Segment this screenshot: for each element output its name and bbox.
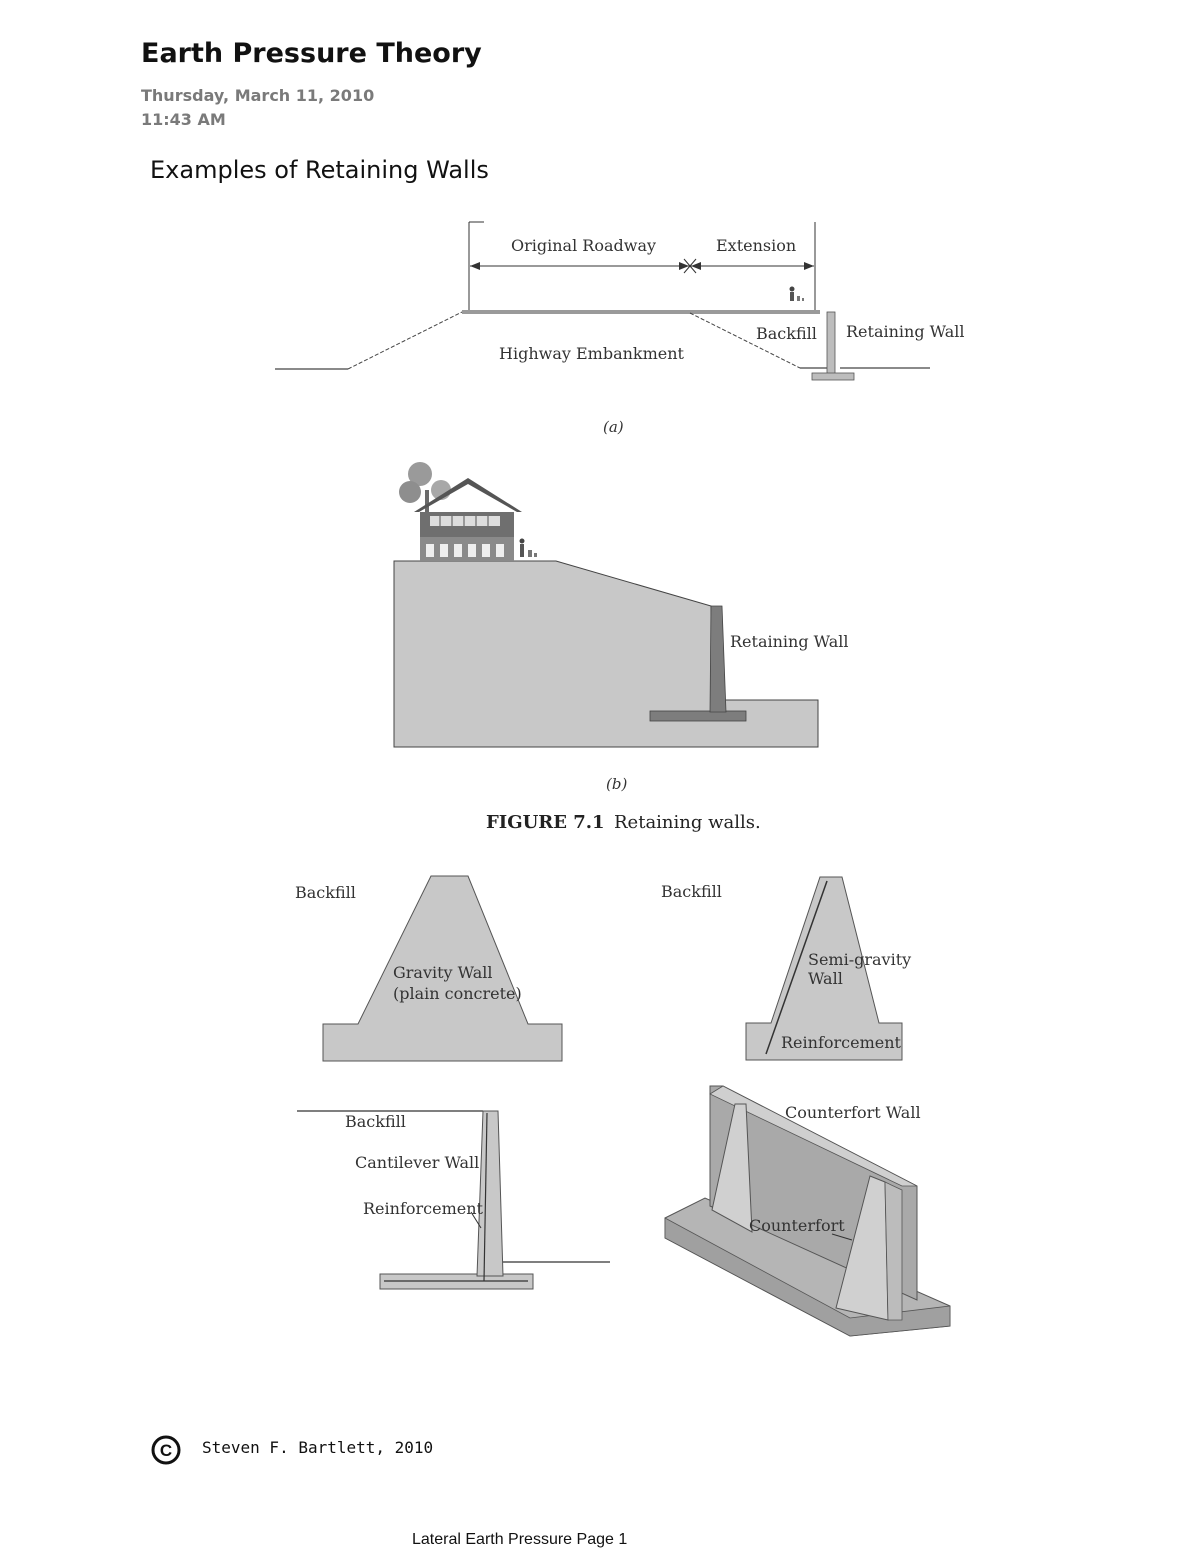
figure-a-highway: Original Roadway Extension Backfill Reta… [275, 221, 964, 436]
cantilever-wall-label: Cantilever Wall [355, 1153, 479, 1172]
person-icon [519, 538, 537, 557]
retaining-wall-label-b: Retaining Wall [730, 632, 848, 651]
cantilever-backfill-label: Backfill [345, 1112, 406, 1131]
semi-gravity-wall-sublabel: Wall [808, 969, 843, 988]
cantilever-wall-diagram: Backfill Cantilever Wall Reinforcement [297, 1110, 610, 1290]
semi-gravity-backfill-label: Backfill [661, 882, 722, 901]
author-credit: Steven F. Bartlett, 2010 [202, 1438, 434, 1457]
cantilever-reinforcement-label: Reinforcement [363, 1199, 484, 1218]
page-footer: Lateral Earth Pressure Page 1 [412, 1531, 628, 1548]
page-title: Earth Pressure Theory [141, 38, 482, 69]
house-icon [414, 478, 522, 561]
section-subtitle: Examples of Retaining Walls [150, 156, 489, 184]
copyright-icon: C [151, 1435, 181, 1465]
extension-label: Extension [716, 236, 796, 255]
original-roadway-label: Original Roadway [511, 236, 656, 255]
page-date: Thursday, March 11, 2010 [141, 86, 375, 105]
figure-a-sublabel: (a) [603, 418, 624, 436]
figure-number: FIGURE 7.1 [486, 812, 605, 833]
counterfort-wall-diagram: Counterfort Wall Counterfort [664, 1085, 951, 1337]
figure-b-sublabel: (b) [606, 775, 627, 793]
tree-icon [399, 462, 451, 520]
counterfort-label: Counterfort [749, 1216, 845, 1235]
counterfort-wall-label: Counterfort Wall [785, 1103, 921, 1122]
person-icon [789, 286, 804, 301]
gravity-wall-label: Gravity Wall [393, 963, 493, 982]
svg-text:C: C [160, 1441, 172, 1460]
gravity-wall-diagram: Backfill Gravity Wall (plain concrete) [295, 875, 563, 1062]
semi-gravity-wall-diagram: Backfill Semi-gravity Wall Reinforcement [661, 876, 911, 1061]
gravity-backfill-label: Backfill [295, 883, 356, 902]
backfill-label-a: Backfill [756, 324, 817, 343]
retaining-wall-label-a: Retaining Wall [846, 322, 964, 341]
highway-embankment-label: Highway Embankment [499, 344, 685, 363]
figure-b-house: Retaining Wall (b) [393, 462, 848, 793]
page-time: 11:43 AM [141, 110, 226, 129]
figure-caption: Retaining walls. [614, 812, 761, 833]
gravity-wall-sublabel: (plain concrete) [393, 984, 522, 1003]
semi-gravity-wall-label: Semi-gravity [808, 950, 911, 969]
semi-gravity-reinforcement-label: Reinforcement [781, 1033, 902, 1052]
